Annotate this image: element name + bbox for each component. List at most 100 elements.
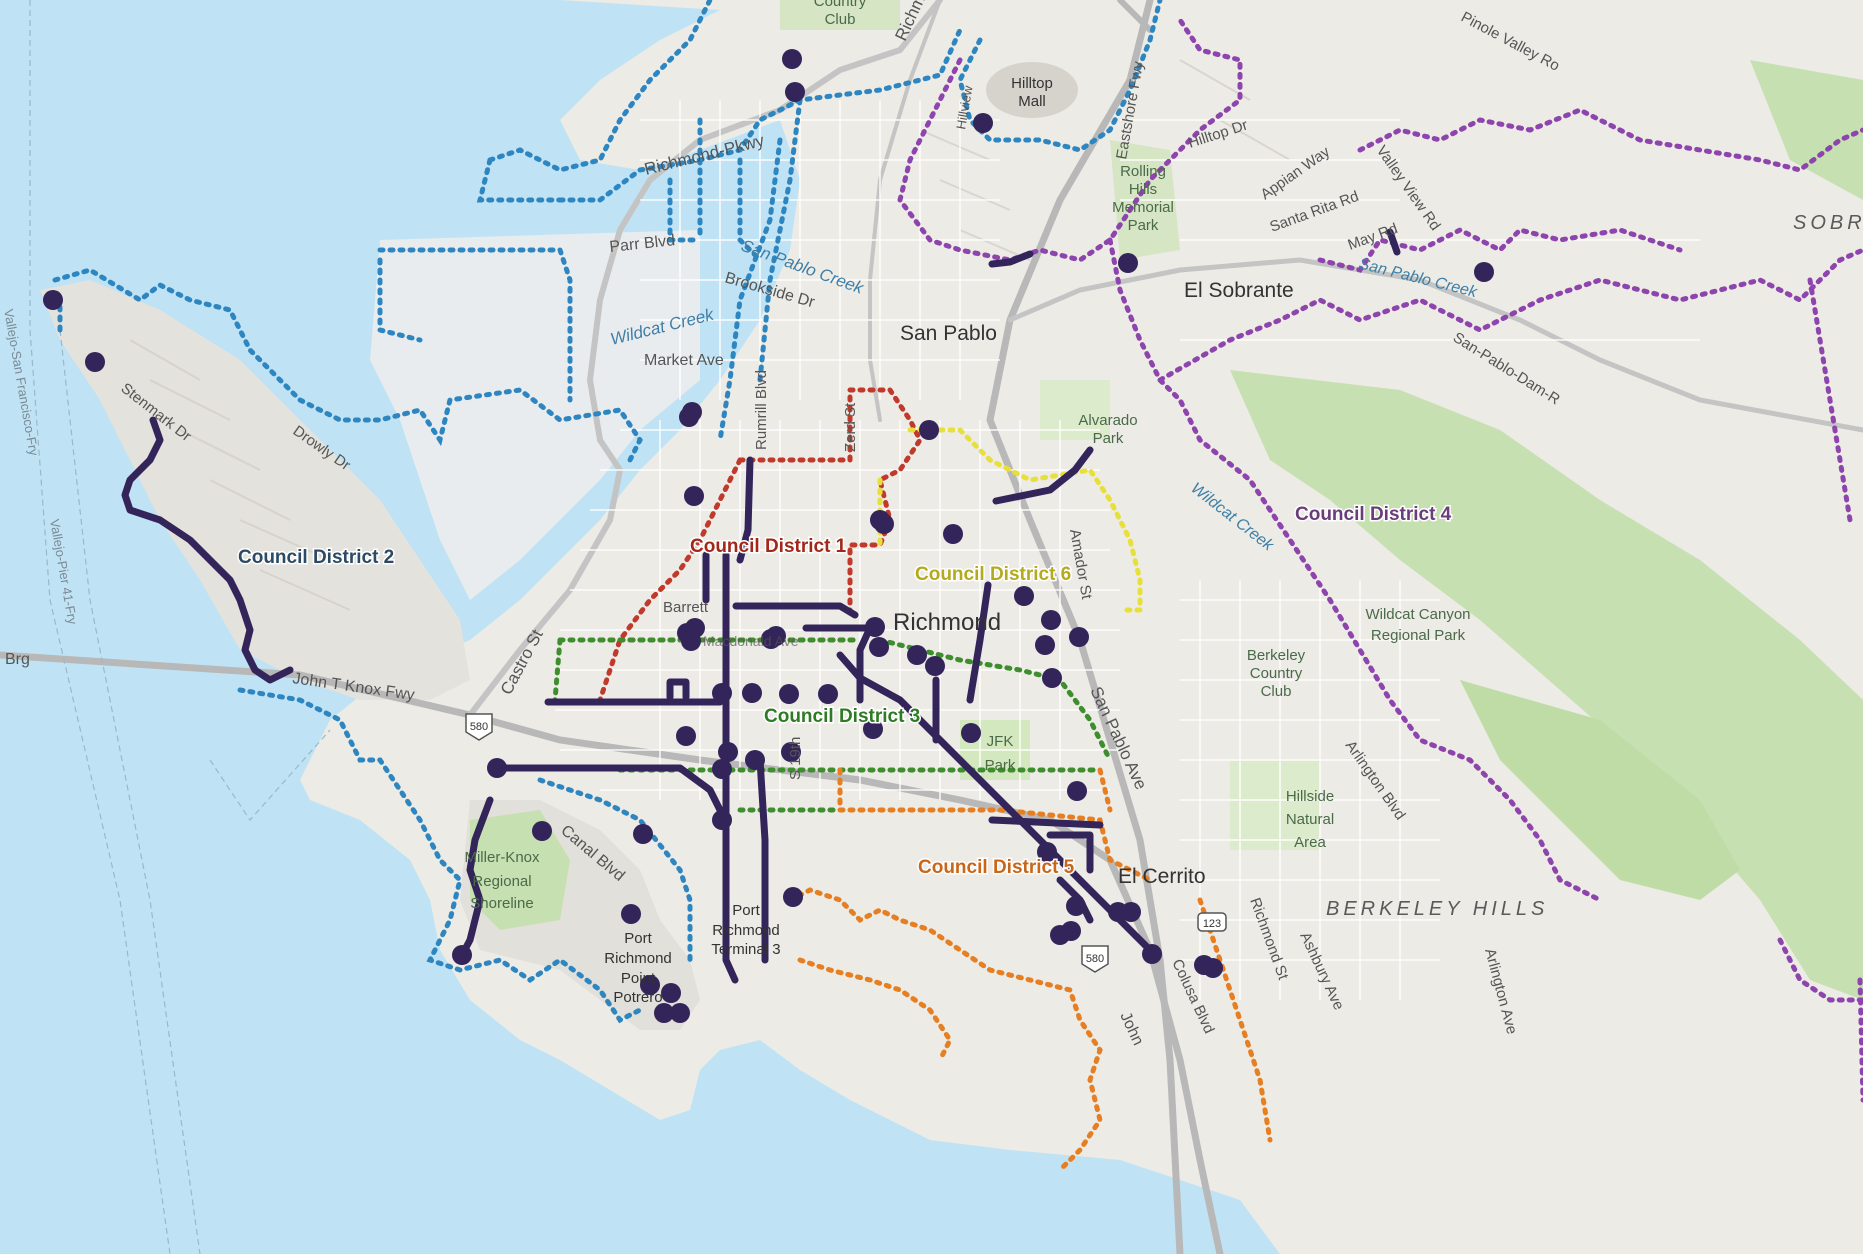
project-point-marker[interactable]	[621, 904, 641, 924]
project-point-marker[interactable]	[670, 1003, 690, 1023]
project-point-marker[interactable]	[1061, 921, 1081, 941]
jfk-park-label-1: JFK	[987, 733, 1014, 750]
project-point-marker[interactable]	[1042, 668, 1062, 688]
project-point-marker[interactable]	[1037, 842, 1057, 862]
project-point-marker[interactable]	[1203, 958, 1223, 978]
port-richmond-point-label-4: Potrero	[613, 989, 662, 1006]
berkeley-hills-label: BERKELEY HILLS	[1326, 898, 1548, 920]
project-point-marker[interactable]	[863, 719, 883, 739]
miller-knox-label-1: Miller-Knox	[464, 849, 540, 866]
project-point-marker[interactable]	[1041, 610, 1061, 630]
project-point-marker[interactable]	[1035, 635, 1055, 655]
terminal-3-label-1: Port	[732, 902, 760, 919]
project-point-marker[interactable]	[874, 514, 894, 534]
berkeley-cc-label-1: Berkeley	[1247, 647, 1306, 664]
country-club-label-1: Country	[814, 0, 867, 10]
brg-label: Brg	[5, 651, 30, 668]
hilltop-mall-label-2: Mall	[1018, 93, 1046, 110]
council-district-4-label: Council District 4	[1295, 504, 1452, 525]
poi-labels: Country Club Hilltop Mall Rolling Hills …	[464, 0, 1470, 1006]
project-point-marker[interactable]	[712, 759, 732, 779]
project-point-marker[interactable]	[487, 758, 507, 778]
market-ave-label: Market Ave	[644, 352, 724, 369]
council-district-3-label: Council District 3	[764, 706, 920, 727]
hillside-label-2: Natural	[1286, 811, 1334, 828]
project-point-marker[interactable]	[1067, 781, 1087, 801]
council-district-5-label: Council District 5	[918, 857, 1075, 878]
project-point-marker[interactable]	[661, 983, 681, 1003]
rolling-hills-label-1: Rolling	[1120, 163, 1166, 180]
project-point-marker[interactable]	[712, 810, 732, 830]
district-2-boundary	[52, 0, 1163, 1024]
project-point-marker[interactable]	[676, 726, 696, 746]
council-district-2-label: Council District 2	[238, 547, 394, 568]
project-point-marker[interactable]	[684, 486, 704, 506]
project-point-marker[interactable]	[640, 975, 660, 995]
project-point-marker[interactable]	[919, 420, 939, 440]
project-point-marker[interactable]	[43, 290, 63, 310]
project-point-marker[interactable]	[818, 684, 838, 704]
project-point-marker[interactable]	[1121, 902, 1141, 922]
hwy-580-shield-east: 580	[1081, 945, 1109, 973]
hwy-123-shield: 123	[1197, 912, 1227, 932]
hwy-580-label-east: 580	[1086, 953, 1104, 965]
project-point-marker[interactable]	[452, 945, 472, 965]
wildcat-canyon-label-2: Regional Park	[1371, 627, 1466, 644]
port-richmond-point-label-3: Point	[621, 970, 656, 987]
place-labels: Richmond San Pablo El Sobrante El Cerrit…	[893, 212, 1863, 920]
el-sobrante-label: El Sobrante	[1184, 279, 1294, 302]
project-point-marker[interactable]	[961, 723, 981, 743]
terrain-hatching	[129, 59, 1291, 611]
berkeley-cc-label-3: Club	[1261, 683, 1292, 700]
sobrante-region-label: SOBR	[1793, 212, 1863, 234]
project-point-marker[interactable]	[745, 750, 765, 770]
project-point-marker[interactable]	[781, 742, 801, 762]
rolling-hills-label-2: Hills	[1129, 181, 1157, 198]
hillside-label-1: Hillside	[1286, 788, 1334, 805]
project-point-marker[interactable]	[712, 683, 732, 703]
project-point-marker[interactable]	[1118, 253, 1138, 273]
rumrill-blvd-label: Rumrill Blvd	[753, 370, 770, 450]
district-5-boundary	[787, 767, 1273, 1173]
project-point-marker[interactable]	[869, 637, 889, 657]
project-point-marker[interactable]	[766, 626, 786, 646]
rolling-hills-label-4: Park	[1128, 217, 1159, 234]
project-point-marker[interactable]	[925, 656, 945, 676]
hillside-label-3: Area	[1294, 834, 1326, 851]
project-point-marker[interactable]	[785, 82, 805, 102]
project-point-marker[interactable]	[654, 1003, 674, 1023]
project-point-marker[interactable]	[633, 824, 653, 844]
project-point-marker[interactable]	[1069, 627, 1089, 647]
parr-blvd-label: Parr Blvd	[609, 232, 676, 256]
project-point-marker[interactable]	[718, 742, 738, 762]
project-point-marker[interactable]	[865, 617, 885, 637]
macdonald-ave-label: Macdonald Ave	[703, 633, 799, 649]
s-19th-label: S 19th	[787, 737, 804, 780]
project-point-marker[interactable]	[532, 821, 552, 841]
project-point-marker[interactable]	[681, 631, 701, 651]
hilltop-mall-shape	[986, 62, 1078, 118]
project-point-marker[interactable]	[907, 645, 927, 665]
project-point-marker[interactable]	[85, 352, 105, 372]
project-point-marker[interactable]	[682, 402, 702, 422]
miller-knox-label-3: Shoreline	[470, 895, 533, 912]
project-point-marker[interactable]	[1066, 896, 1086, 916]
project-point-marker[interactable]	[943, 524, 963, 544]
berkeley-cc-label-2: Country	[1250, 665, 1303, 682]
project-point-marker[interactable]	[1474, 262, 1494, 282]
project-point-marker[interactable]	[1142, 944, 1162, 964]
project-point-marker[interactable]	[973, 113, 993, 133]
project-point-marker[interactable]	[742, 683, 762, 703]
street-grid	[555, 100, 1700, 1000]
project-point-marker[interactable]	[783, 887, 803, 907]
terminal-3-label-2: Richmond	[712, 922, 780, 939]
project-point-marker[interactable]	[782, 49, 802, 69]
project-point-marker[interactable]	[779, 684, 799, 704]
hwy-123-label: 123	[1203, 918, 1221, 930]
council-district-1-label: Council District 1	[690, 536, 847, 557]
council-district-6-label: Council District 6	[915, 564, 1071, 585]
wildcat-canyon-label-1: Wildcat Canyon	[1365, 606, 1470, 623]
port-richmond-point-label-1: Port	[624, 930, 652, 947]
project-point-marker[interactable]	[1014, 586, 1034, 606]
